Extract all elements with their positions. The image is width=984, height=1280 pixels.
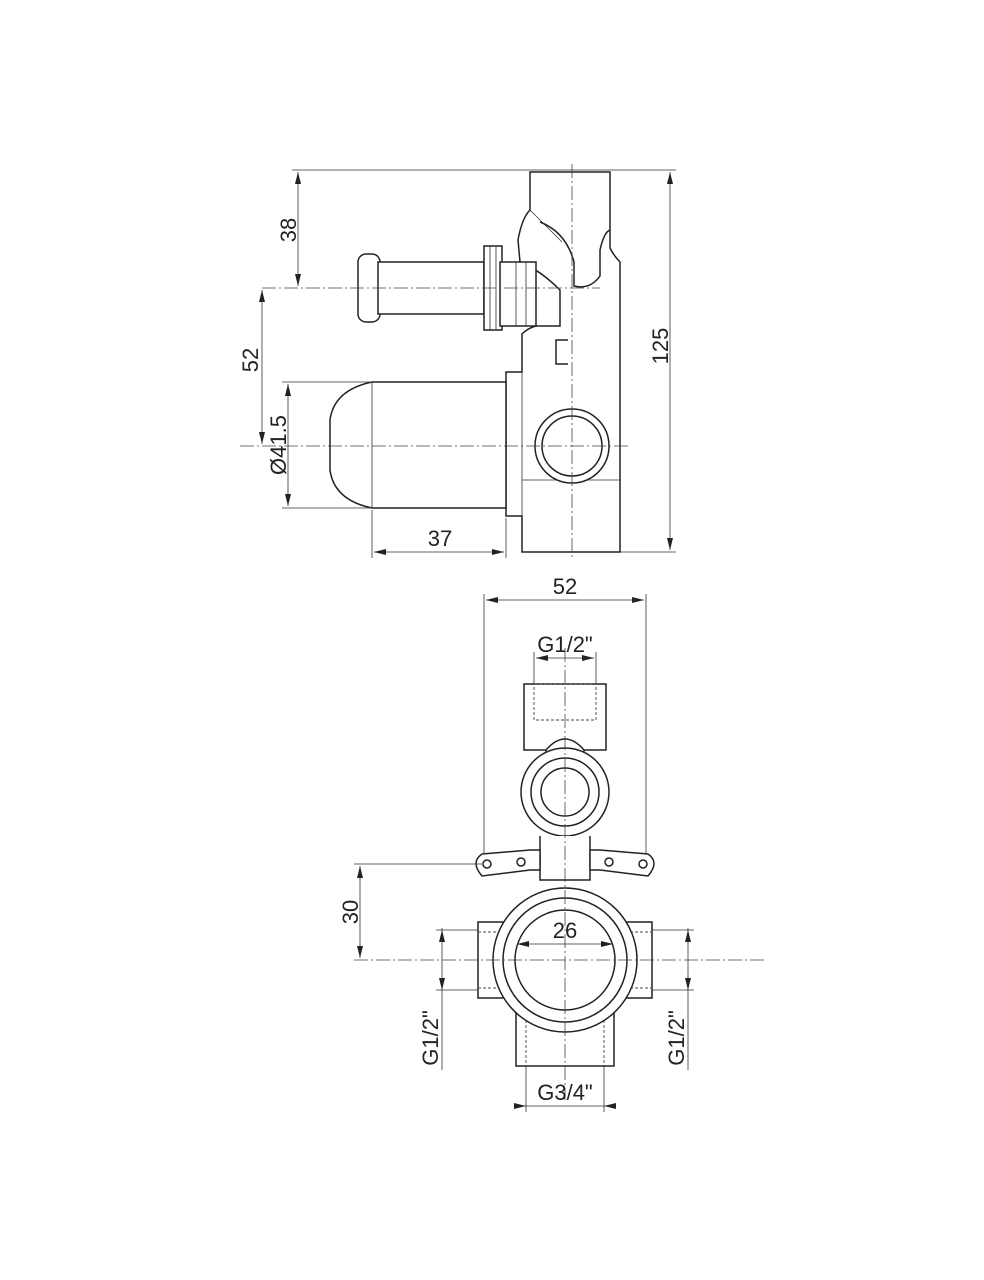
- dim-arrow-bt-left: [514, 1103, 526, 1109]
- side-view: 38 52 Ø41.5 37 125: [238, 164, 676, 560]
- dim-arrow-30-bottom: [357, 946, 363, 958]
- side-neck-line: [529, 209, 563, 243]
- dim-arrow-52h-right: [632, 597, 644, 603]
- dim-label-37: 37: [428, 526, 452, 551]
- dim-label-top-thread: G1/2": [537, 632, 593, 657]
- dim-arrow-lt-top: [439, 930, 445, 942]
- dim-label-30: 30: [338, 900, 363, 924]
- dim-label-right-thread: G1/2": [664, 1010, 689, 1066]
- dim-arrow-dia-top: [285, 384, 291, 396]
- dim-arrow-52v-bottom: [259, 432, 265, 444]
- dim-arrow-dia-bottom: [285, 494, 291, 506]
- side-body-outline: [505, 171, 621, 553]
- front-bracket-right: [589, 849, 655, 877]
- side-slot: [555, 339, 568, 365]
- dim-arrow-26-left: [517, 941, 529, 947]
- dim-arrow-125-bottom: [667, 538, 673, 550]
- dim-arrow-38-bottom: [295, 274, 301, 286]
- side-stem-collar: [499, 261, 537, 327]
- dim-label-26: 26: [553, 918, 577, 943]
- dim-label-bottom-thread: G3/4": [537, 1080, 593, 1105]
- dim-arrow-rt-bottom: [685, 978, 691, 990]
- dim-arrow-rt-top: [685, 930, 691, 942]
- front-bracket-hole-3: [604, 857, 614, 867]
- front-bracket-hole-1: [482, 859, 492, 869]
- dim-arrow-52v-top: [259, 290, 265, 302]
- dim-arrow-52h-left: [486, 597, 498, 603]
- dim-label-125: 125: [648, 328, 673, 365]
- dim-arrow-38-top: [295, 172, 301, 184]
- dim-label-52-vertical: 52: [238, 348, 263, 372]
- dim-arrow-37-left: [374, 549, 386, 555]
- side-neck-curve: [539, 221, 611, 288]
- dim-arrow-125-top: [667, 172, 673, 184]
- dim-label-52-horizontal: 52: [553, 574, 577, 599]
- front-bracket-hole-2: [516, 857, 526, 867]
- dim-label-left-thread: G1/2": [418, 1010, 443, 1066]
- dim-arrow-26-right: [601, 941, 613, 947]
- dim-label-diameter: Ø41.5: [266, 415, 291, 475]
- side-cover-cap: [329, 381, 507, 509]
- dim-arrow-30-top: [357, 866, 363, 878]
- dim-arrow-37-right: [492, 549, 504, 555]
- front-bracket-hole-4: [638, 859, 648, 869]
- dim-arrow-lt-bottom: [439, 978, 445, 990]
- dim-arrow-bt-right: [604, 1103, 616, 1109]
- dim-arrow-tt-right: [582, 655, 594, 661]
- dim-arrow-tt-left: [536, 655, 548, 661]
- front-view: 52 G1/2" 30 26 G1/2" G1/2": [338, 574, 766, 1112]
- front-bracket: [475, 849, 541, 877]
- dim-label-38: 38: [276, 218, 301, 242]
